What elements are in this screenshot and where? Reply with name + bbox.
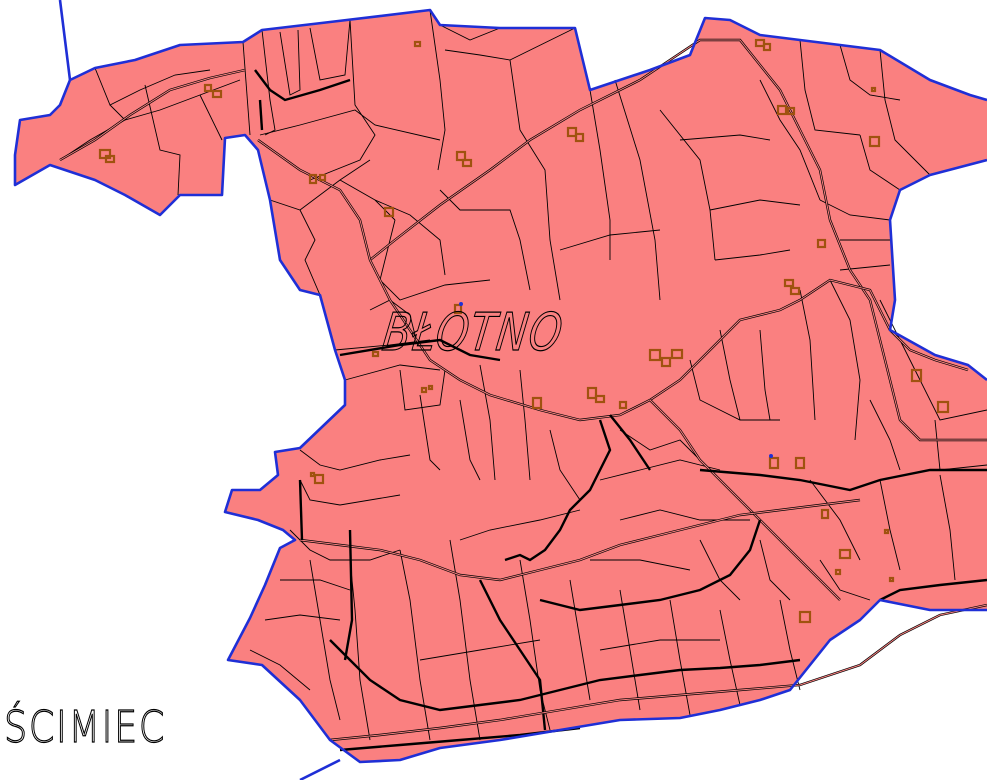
building-cluster: [413, 40, 422, 48]
building-cluster: [98, 148, 116, 164]
building-cluster: [420, 384, 434, 394]
village-boundary: [13, 8, 987, 764]
building-cluster: [383, 206, 395, 218]
building-cluster: [531, 396, 543, 410]
building-cluster: [883, 528, 895, 583]
boundary-line-south: [299, 758, 341, 780]
building-cluster: [798, 610, 812, 624]
building-cluster: [783, 278, 801, 296]
roads: [59, 38, 987, 752]
building-cluster: [453, 303, 463, 315]
building-cluster: [308, 173, 327, 185]
building-cluster: [910, 368, 923, 383]
building-cluster: [816, 238, 827, 249]
buildings: [98, 38, 950, 624]
building-cluster: [203, 83, 223, 99]
building-cluster: [820, 508, 830, 520]
village-territory: [15, 10, 987, 762]
building-cluster: [586, 386, 606, 404]
building-cluster: [834, 548, 852, 576]
building-cluster: [309, 471, 325, 485]
building-cluster: [754, 38, 772, 52]
building-cluster: [371, 350, 380, 358]
building-cluster: [936, 400, 950, 414]
building-cluster: [768, 456, 806, 470]
building-cluster: [648, 348, 684, 368]
building-cluster: [566, 126, 585, 143]
building-cluster: [870, 86, 877, 93]
survey-point-marker: [769, 454, 773, 458]
building-cluster: [776, 104, 796, 116]
building-cluster: [868, 135, 881, 148]
boundary-line-northwest: [58, 0, 72, 81]
survey-point-marker: [459, 302, 463, 306]
village-label-neighbor: ŚCIMIEC: [4, 700, 166, 753]
building-cluster: [455, 150, 473, 168]
building-cluster: [618, 400, 628, 410]
village-label-main: BŁOTNO: [379, 303, 567, 363]
